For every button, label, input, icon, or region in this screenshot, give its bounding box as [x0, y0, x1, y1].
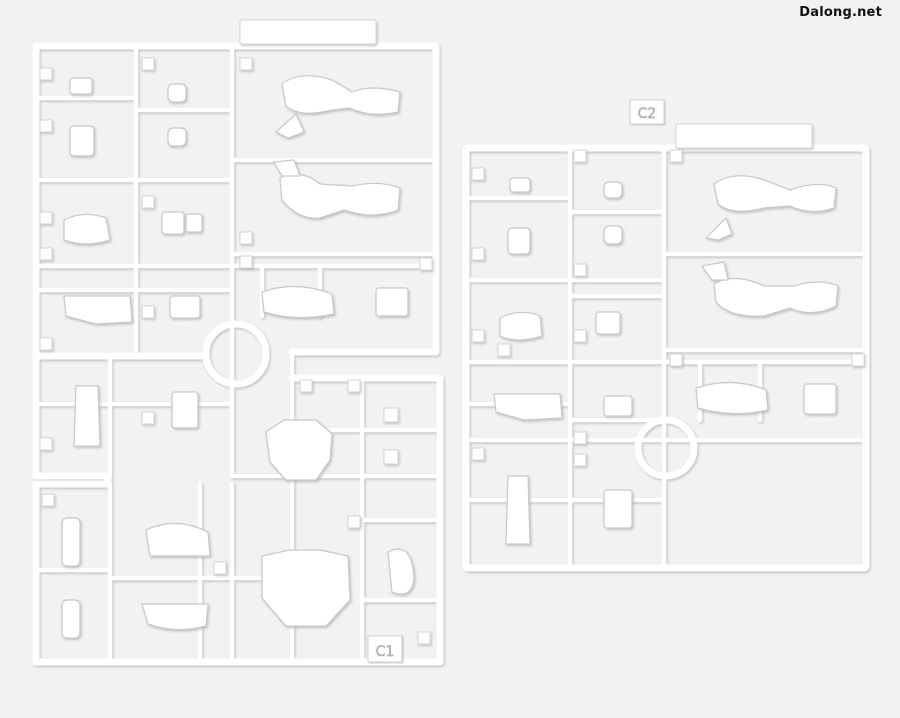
sprue-c1-parts	[61, 75, 415, 639]
sprue-c2-label-box: C2	[629, 99, 665, 125]
sprue-c1-hub	[202, 320, 270, 388]
sprue-c1-label: C1	[376, 644, 395, 660]
watermark-text: Dalong.net	[799, 5, 882, 20]
sprue-c2	[462, 144, 870, 572]
sprue-c2-hub	[634, 416, 698, 480]
sprue-c1-frame	[32, 42, 444, 666]
sprue-c1-label-box: C1	[367, 635, 403, 663]
sprue-c1-tabs	[39, 19, 433, 645]
sprue-c2-tabs	[471, 123, 865, 467]
sprue-c2-parts	[493, 175, 839, 545]
sprue-c1-runners	[33, 43, 443, 665]
sprue-c1	[32, 42, 444, 666]
sprue-c2-label: C2	[638, 106, 657, 122]
